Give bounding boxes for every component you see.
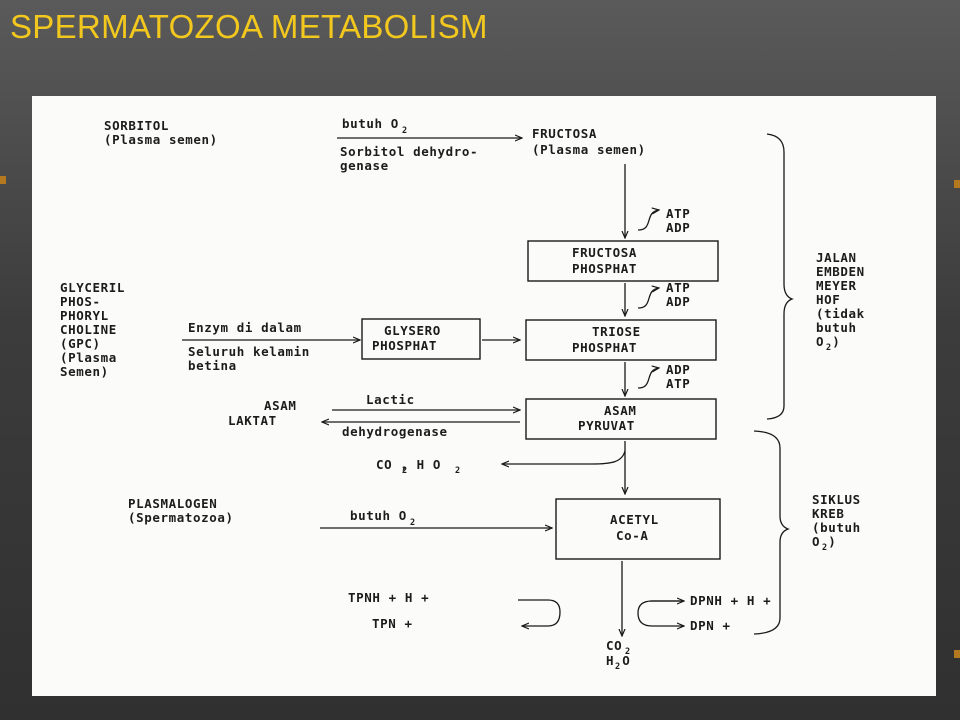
siklus-kreb-label-3: (butuh — [812, 520, 861, 535]
co2-h2o-label-1: CO , H O — [376, 457, 441, 472]
fructosa-phosphat-label-2: PHOSPHAT — [572, 261, 637, 276]
fructosa-phosphat-label-1: FRUCTOSA — [572, 245, 637, 260]
jalan-embden-label-5: (tidak — [816, 306, 865, 321]
atp-adp-curve-1 — [637, 210, 659, 231]
metabolism-diagram: SORBITOL (Plasma semen) butuh O 2 Sorbit… — [60, 116, 865, 672]
siklus-kreb-label-1: SIKLUS — [812, 492, 861, 507]
asam-laktat-label-2: LAKTAT — [228, 413, 277, 428]
gpc-label-7: Semen) — [60, 364, 109, 379]
edge-accent-right-bottom — [954, 650, 960, 658]
asam-pyruvat-label-2: PYRUVAT — [578, 418, 635, 433]
jalan-embden-label-6: butuh — [816, 320, 857, 335]
siklus-kreb-bracket — [753, 430, 790, 635]
embden-meyerhof-bracket — [766, 133, 794, 420]
butuh-o2-label-1: butuh O — [342, 116, 399, 131]
fructosa-label: FRUCTOSA — [532, 126, 597, 141]
triose-phosphat-label-1: TRIOSE — [592, 324, 641, 339]
coa-label: Co-A — [616, 528, 649, 543]
plasmalogen-label: PLASMALOGEN — [128, 496, 217, 511]
atp-label-2: ATP — [666, 280, 690, 295]
acetyl-coa-box — [555, 498, 721, 560]
enzym-label-1: Enzym di dalam — [188, 320, 302, 335]
triose-phosphat-box — [525, 319, 717, 361]
pyruvat-to-co2-arrow — [502, 450, 626, 464]
tpn-cycle-arrow — [518, 599, 561, 626]
metabolism-diagram-panel: SORBITOL (Plasma semen) butuh O 2 Sorbit… — [32, 96, 936, 696]
co2-label-2: CO — [606, 638, 622, 653]
subscript-2: 2 — [410, 518, 416, 528]
adp-label-1: ADP — [666, 220, 690, 235]
fructosa-source-label: (Plasma semen) — [532, 142, 646, 157]
jalan-embden-label-4: HOF — [816, 292, 840, 307]
glysero-phosphat-label-1: GLYSERO — [384, 323, 441, 338]
subscript-2: 2 — [402, 466, 408, 476]
siklus-kreb-label-4: O ) — [812, 534, 836, 549]
subscript-2: 2 — [455, 466, 461, 476]
dehydrogenase-label: dehydrogenase — [342, 424, 448, 439]
dpnh-label: DPNH + H + — [690, 593, 771, 608]
dpn-label: DPN + — [690, 618, 731, 633]
sorbitol-source-label: (Plasma semen) — [104, 132, 218, 147]
butuh-o2-label-2: butuh O — [350, 508, 407, 523]
triose-phosphat-label-2: PHOSPHAT — [572, 340, 637, 355]
adp-label-2: ADP — [666, 294, 690, 309]
plasmalogen-source-label: (Spermatozoa) — [128, 510, 234, 525]
enzym-label-3: betina — [188, 358, 237, 373]
atp-label-3: ATP — [666, 376, 690, 391]
subscript-2: 2 — [625, 647, 631, 657]
jalan-embden-label-3: MEYER — [816, 278, 857, 293]
glysero-phosphat-label-2: PHOSPHAT — [372, 338, 437, 353]
gpc-label-3: PHORYL — [60, 308, 109, 323]
adp-label-3: ADP — [666, 362, 690, 377]
gpc-label-6: (Plasma — [60, 350, 117, 365]
gpc-label-1: GLYCERIL — [60, 280, 125, 295]
lactic-label: Lactic — [366, 392, 415, 407]
tpnh-label: TPNH + H + — [348, 590, 429, 605]
sorbitol-enzyme-label-2: genase — [340, 158, 389, 173]
edge-accent-right-top — [954, 180, 960, 188]
slide-title: SPERMATOZOA METABOLISM — [10, 8, 488, 45]
gpc-label-2: PHOS- — [60, 294, 101, 309]
h2o-label-2: H O — [606, 653, 630, 668]
subscript-2: 2 — [822, 543, 828, 553]
gpc-label-4: CHOLINE — [60, 322, 117, 337]
glysero-phosphat-box — [361, 318, 481, 360]
enzym-label-2: Seluruh kelamin — [188, 344, 310, 359]
asam-pyruvat-label-1: ASAM — [604, 403, 637, 418]
subscript-2: 2 — [826, 343, 832, 353]
asam-laktat-label-1: ASAM — [264, 398, 297, 413]
jalan-embden-label-1: JALAN — [816, 250, 857, 265]
dpn-cycle-curve — [637, 600, 684, 626]
sorbitol-label: SORBITOL — [104, 118, 169, 133]
sorbitol-enzyme-label-1: Sorbitol dehydro- — [340, 144, 478, 159]
atp-label-1: ATP — [666, 206, 690, 221]
edge-accent-left — [0, 176, 6, 184]
tpn-label: TPN + — [372, 616, 413, 631]
adp-atp-curve-3 — [637, 368, 659, 389]
asam-pyruvat-box — [525, 398, 717, 440]
jalan-embden-label-7: O ) — [816, 334, 840, 349]
siklus-kreb-label-2: KREB — [812, 506, 845, 521]
gpc-label-5: (GPC) — [60, 336, 101, 351]
subscript-2: 2 — [402, 126, 408, 136]
atp-adp-curve-2 — [637, 288, 659, 309]
acetyl-label: ACETYL — [610, 512, 659, 527]
subscript-2: 2 — [615, 662, 621, 672]
jalan-embden-label-2: EMBDEN — [816, 264, 865, 279]
fructosa-phosphat-box — [527, 240, 719, 282]
